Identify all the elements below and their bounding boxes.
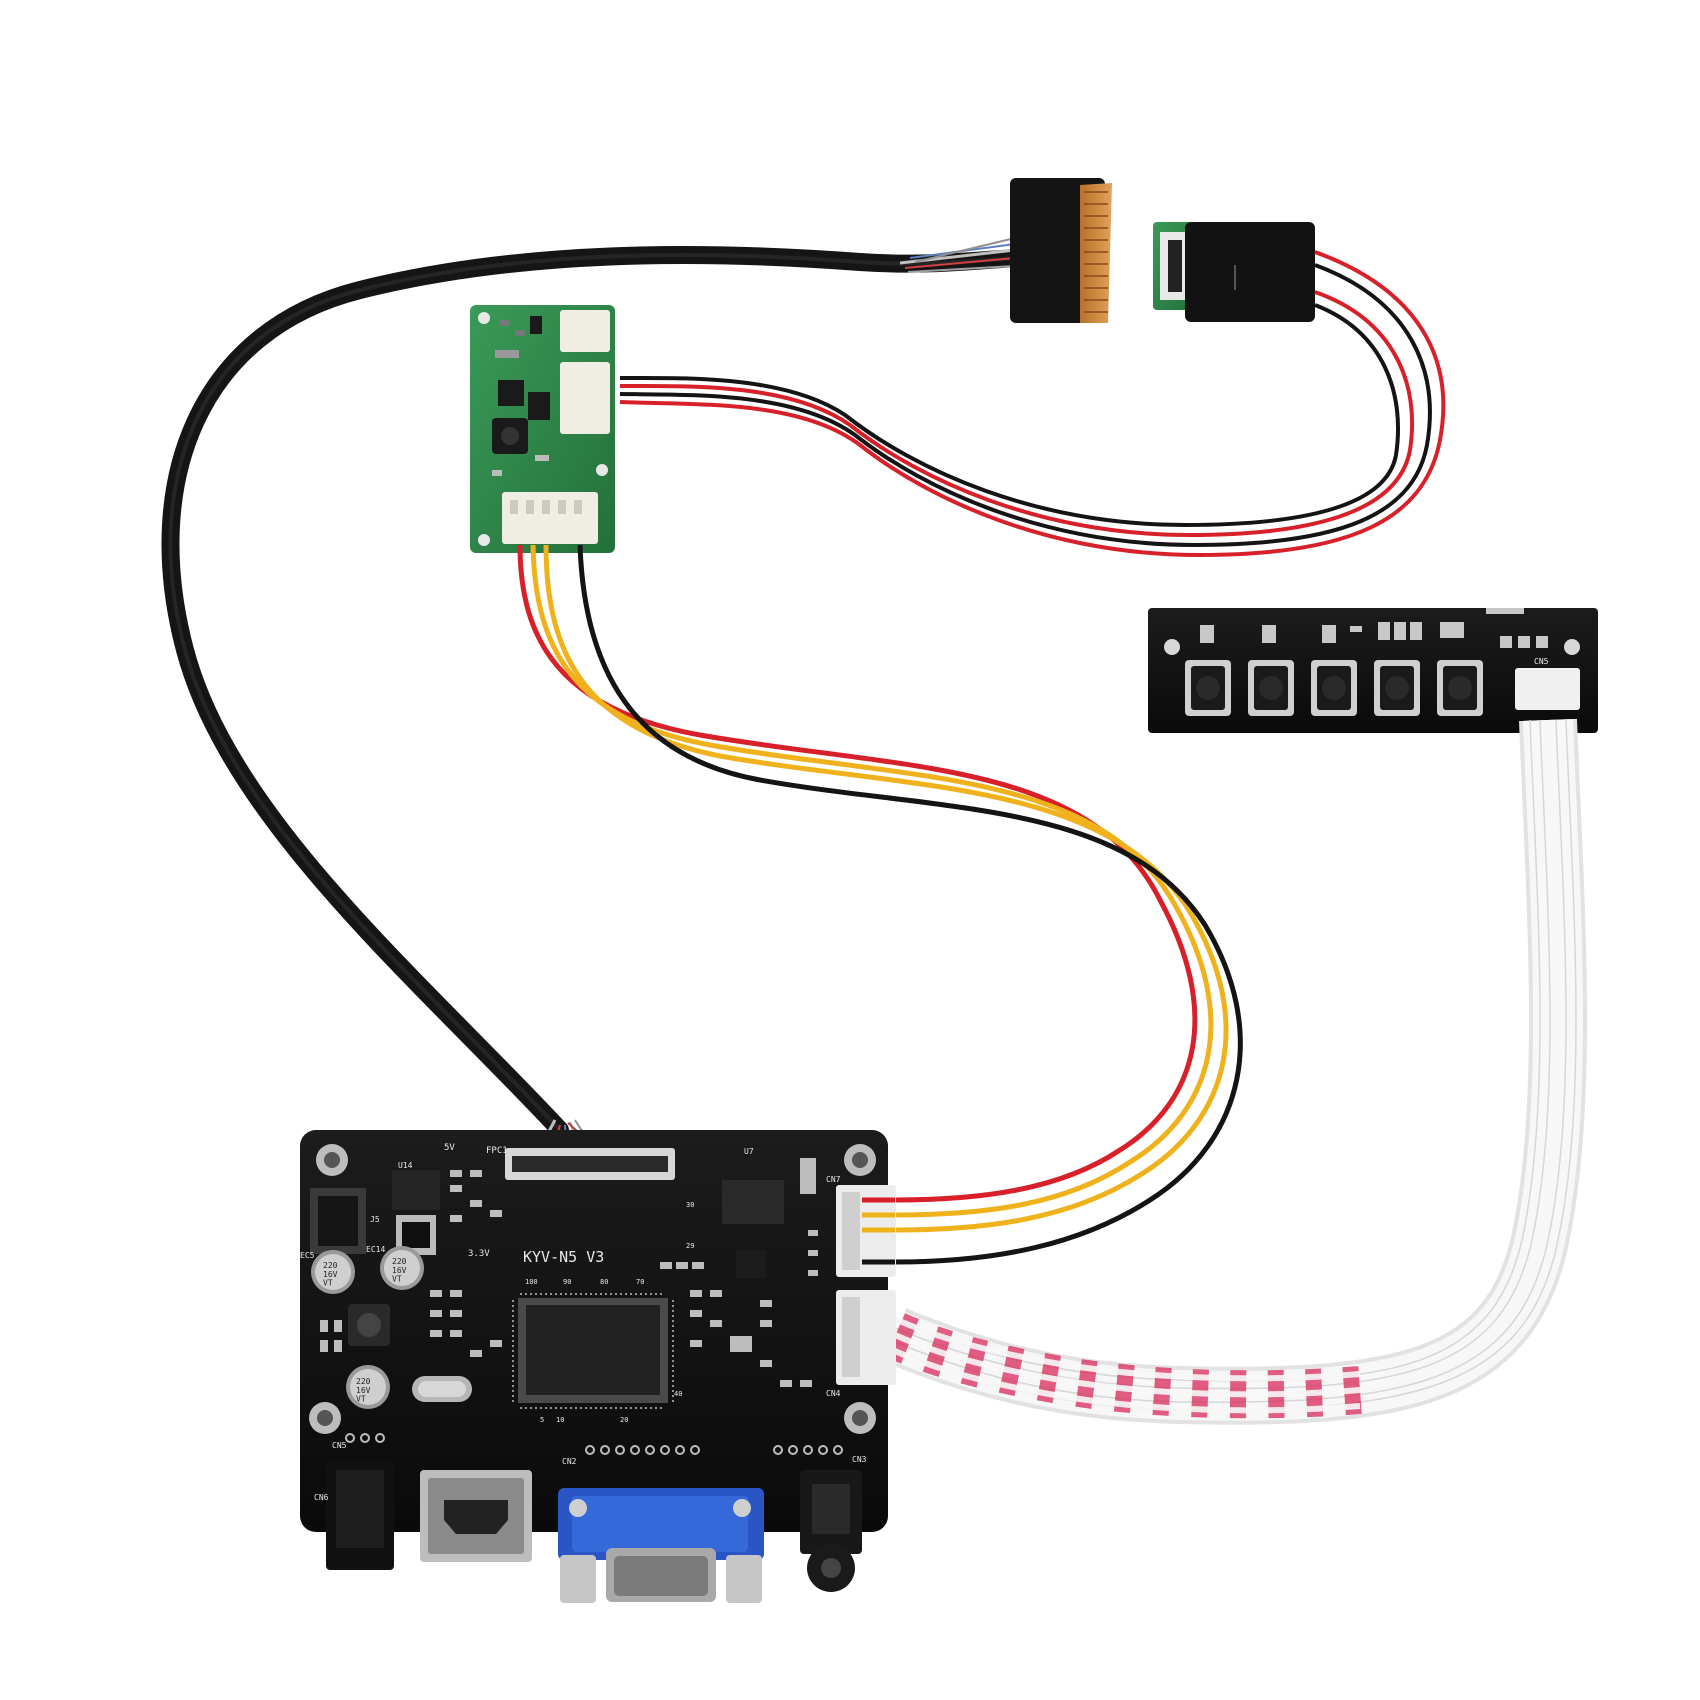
keypad-button-4[interactable] bbox=[1374, 660, 1420, 716]
fpc-label: FPC1 bbox=[486, 1146, 508, 1156]
ec5-label: EC5 bbox=[300, 1251, 315, 1260]
cn5-board-label: CN5 bbox=[332, 1441, 347, 1450]
inverter-board bbox=[470, 305, 615, 553]
cn4-connector: CN4 bbox=[826, 1290, 896, 1398]
lvds-fanout-top bbox=[899, 237, 1016, 273]
pin5-label: 5 bbox=[540, 1416, 544, 1424]
keypad-ribbon-cable bbox=[883, 718, 1587, 1425]
power-wires bbox=[517, 544, 1243, 1265]
keypad-button-3[interactable] bbox=[1311, 660, 1357, 716]
pin40-label: 40 bbox=[674, 1390, 682, 1398]
keypad-buttons bbox=[1185, 660, 1483, 716]
pin20-label: 20 bbox=[620, 1416, 628, 1424]
mounting-holes bbox=[309, 1144, 876, 1434]
hdmi-port bbox=[420, 1470, 532, 1562]
cn4-label: CN4 bbox=[826, 1389, 841, 1398]
backlight-wires bbox=[619, 250, 1446, 558]
audio-jack: CN3 bbox=[800, 1455, 867, 1592]
keypad-board: CN5 bbox=[1148, 608, 1598, 733]
dc-power-jack: CN6 bbox=[314, 1460, 394, 1570]
pin29-label: 29 bbox=[686, 1242, 694, 1250]
u14-label: U14 bbox=[398, 1161, 413, 1170]
keypad-button-2[interactable] bbox=[1248, 660, 1294, 716]
cn7-label: CN7 bbox=[826, 1175, 841, 1184]
u7-label: U7 bbox=[744, 1147, 754, 1156]
vga-port: CN2 bbox=[558, 1457, 764, 1603]
pin100-label: 100 bbox=[525, 1278, 538, 1286]
keypad-button-5[interactable] bbox=[1437, 660, 1483, 716]
keypad-connector-label: CN5 bbox=[1534, 657, 1549, 666]
keypad-button-1[interactable] bbox=[1185, 660, 1231, 716]
wire-tips bbox=[862, 1197, 895, 1265]
pin90-label: 90 bbox=[563, 1278, 571, 1286]
cn6-label: CN6 bbox=[314, 1493, 329, 1502]
j5-label: J5 bbox=[370, 1215, 380, 1224]
scaler-ic: 100 90 80 70 5 10 20 40 bbox=[512, 1278, 682, 1424]
lvds-top-connector bbox=[1010, 178, 1112, 323]
3v3-label: 3.3V bbox=[468, 1249, 490, 1259]
cn2-label: CN2 bbox=[562, 1457, 577, 1466]
pin10-label: 10 bbox=[556, 1416, 564, 1424]
pin30-label: 30 bbox=[686, 1201, 694, 1209]
board-model-label: KYV-N5 V3 bbox=[523, 1248, 604, 1266]
cn3-label: CN3 bbox=[852, 1455, 867, 1464]
pin70-label: 70 bbox=[636, 1278, 644, 1286]
5v-label: 5V bbox=[444, 1143, 455, 1153]
pin80-label: 80 bbox=[600, 1278, 608, 1286]
backlight-adapter bbox=[1153, 222, 1315, 322]
ec14-label: EC14 bbox=[366, 1245, 385, 1254]
